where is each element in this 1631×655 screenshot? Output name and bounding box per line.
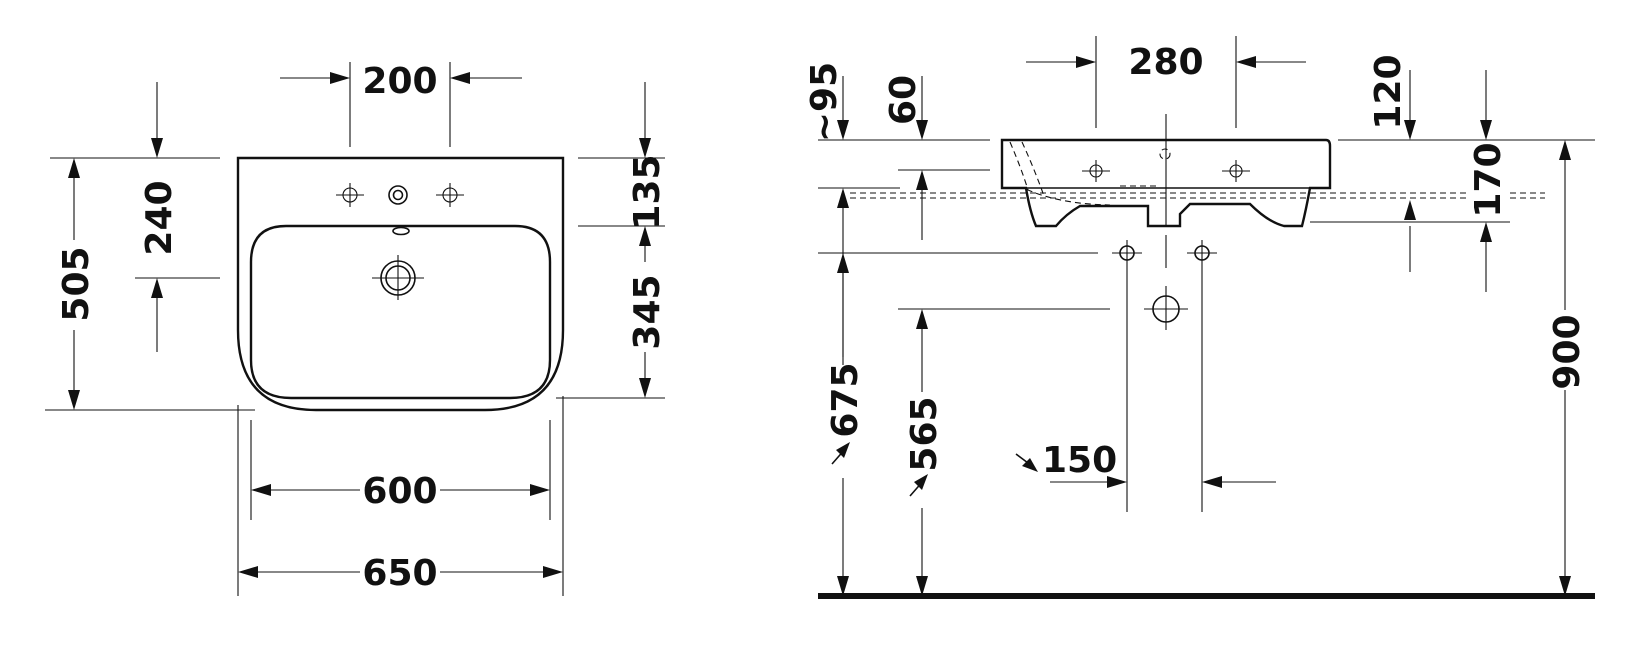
basin-outline [236, 156, 565, 412]
front-view: 200 505 240 135 345 600 [45, 61, 668, 596]
dim-trap-spacing: 150 [1042, 440, 1117, 481]
dim-inner-width: 600 [362, 471, 437, 512]
basin-hole-right-icon [1222, 160, 1250, 182]
dim-rim-to-tap: 120 [1368, 54, 1409, 129]
dim-mount-height: 675 [825, 362, 866, 437]
drain-icon [372, 255, 424, 300]
side-tap-hole-right-icon [436, 183, 464, 207]
dim-waste-spacing: 280 [1128, 42, 1203, 83]
side-view: 280 ~95 60 675 565 [804, 36, 1595, 599]
dim-bowl-depth: 345 [627, 274, 668, 349]
dim-floor-to-rim: 900 [1547, 314, 1588, 389]
dim-rim-drop: 60 [883, 75, 924, 125]
overflow-icon [392, 226, 410, 236]
basin-hole-left-icon [1082, 160, 1110, 182]
dim-overflow-drop: ~95 [804, 62, 845, 142]
supply-right-icon [1187, 240, 1217, 512]
dim-depth: 505 [56, 246, 97, 321]
dim-top-to-tap: 240 [139, 180, 180, 255]
dim-waste-height: 565 [904, 396, 945, 471]
waste-arrow-icon [909, 474, 928, 497]
dim-hole-spacing: 200 [362, 61, 437, 102]
dim-rim-band: 135 [627, 154, 668, 229]
waste-outlet-icon [1144, 286, 1188, 330]
trap-arrow-icon [1015, 453, 1038, 472]
dim-overall-width: 650 [362, 553, 437, 594]
supply-left-icon [1112, 240, 1142, 512]
tap-hole-icon [388, 185, 408, 205]
basin-side-profile [1000, 138, 1332, 228]
bowl-outline [249, 224, 552, 400]
mount-arrow-icon [831, 442, 850, 465]
overflow-side-icon [1159, 148, 1171, 160]
side-tap-hole-left-icon [336, 183, 364, 207]
dim-bowl-height: 170 [1468, 142, 1509, 217]
